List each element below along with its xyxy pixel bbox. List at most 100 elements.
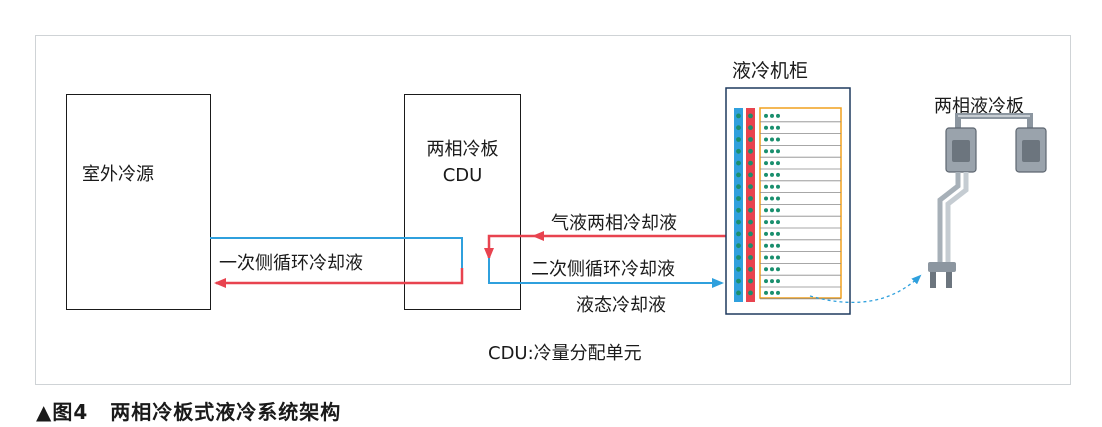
server-port [764,196,768,201]
server-port [764,172,768,177]
server-port [776,184,780,189]
manifold-port [748,231,753,237]
figure-title: 两相冷板式液冷系统架构 [110,400,342,424]
server-port [764,113,768,118]
liquid-coolant-label: 液态冷却液 [576,295,666,316]
gas-liquid-two-phase-label: 气液两相冷却液 [551,213,677,234]
server-port [776,149,780,154]
manifold-port [748,219,753,225]
server-port [764,184,768,189]
manifold-port [748,290,753,296]
manifold-port [736,266,741,272]
server-port [764,220,768,225]
manifold-port [736,113,741,119]
manifold-port [736,243,741,249]
figure-caption: ▲图4 两相冷板式液冷系统架构 [36,396,341,425]
manifold-port [736,172,741,178]
server-port [770,231,774,236]
outdoor-cooling-source-label: 室外冷源 [82,164,154,185]
manifold-port [736,160,741,166]
server-port [764,255,768,260]
manifold-port [736,290,741,296]
manifold-port [736,184,741,190]
secondary-loop-label: 二次侧循环冷却液 [531,259,675,280]
server-port [770,279,774,284]
manifold-port [748,113,753,119]
server-port [776,220,780,225]
manifold-port [748,266,753,272]
manifold-port [748,184,753,190]
server-port [770,149,774,154]
server-port [776,172,780,177]
server-port [776,137,780,142]
cabinet-server-slots [736,113,841,300]
cdu-label: 两相冷板 CDU [405,137,520,189]
manifold-port [736,148,741,154]
server-port [770,208,774,213]
diagram-frame: 室外冷源 两相冷板 CDU 一次侧循环冷却液 气液两相冷却液 二次侧循环冷却液 … [35,35,1071,385]
server-port [764,208,768,213]
two-phase-cold-plate-label: 两相液冷板 [934,96,1024,117]
manifold-port [736,137,741,142]
server-port [776,243,780,248]
server-port [770,137,774,142]
manifold-port [736,278,741,284]
cabinet-blue-manifold [734,108,743,302]
server-port [764,279,768,284]
manifold-port [748,160,753,166]
server-port [764,243,768,248]
server-port [764,137,768,142]
secondary-return-arrowhead [532,231,544,241]
server-port [776,196,780,201]
manifold-port [736,219,741,225]
server-port [770,184,774,189]
server-port [770,161,774,166]
cdu-label-line1: 两相冷板 [426,139,499,160]
server-port [764,161,768,166]
server-port [764,125,768,130]
manifold-port [748,207,753,213]
manifold-port [736,196,741,201]
server-port [776,267,780,272]
manifold-port [748,125,753,131]
secondary-supply-blue-line [488,258,724,288]
server-port [770,172,774,177]
server-port [770,255,774,260]
server-port [764,149,768,154]
server-port [776,279,780,284]
cabinet-server-frame [759,107,842,299]
server-port [776,255,780,260]
server-port [770,243,774,248]
manifold-port [748,196,753,201]
server-port [770,290,774,295]
manifold-port [736,125,741,131]
server-port [770,125,774,130]
liquid-cooling-cabinet-label: 液冷机柜 [732,60,809,82]
manifold-port [736,207,741,213]
manifold-port [736,255,741,260]
manifold-port [748,172,753,178]
cdu-footnote: CDU:冷量分配单元 [488,343,642,364]
primary-return-red-line [214,268,464,288]
manifold-port [748,278,753,284]
manifold-port [748,148,753,154]
server-port [770,220,774,225]
outdoor-cooling-source-box: 室外冷源 [66,94,211,310]
server-port [764,267,768,272]
server-port [764,290,768,295]
cdu-label-line2: CDU [442,165,483,186]
manifold-port [736,231,741,237]
server-port [776,113,780,118]
primary-supply-blue-line [210,237,463,268]
server-port [776,161,780,166]
server-port [764,231,768,236]
server-port [770,113,774,118]
server-port [770,196,774,201]
two-phase-cold-plate-illustration [928,113,1047,288]
server-port [770,267,774,272]
server-port [776,208,780,213]
figure-number: ▲图4 [36,400,89,424]
primary-loop-label: 一次侧循环冷却液 [219,253,363,274]
manifold-port [748,137,753,142]
